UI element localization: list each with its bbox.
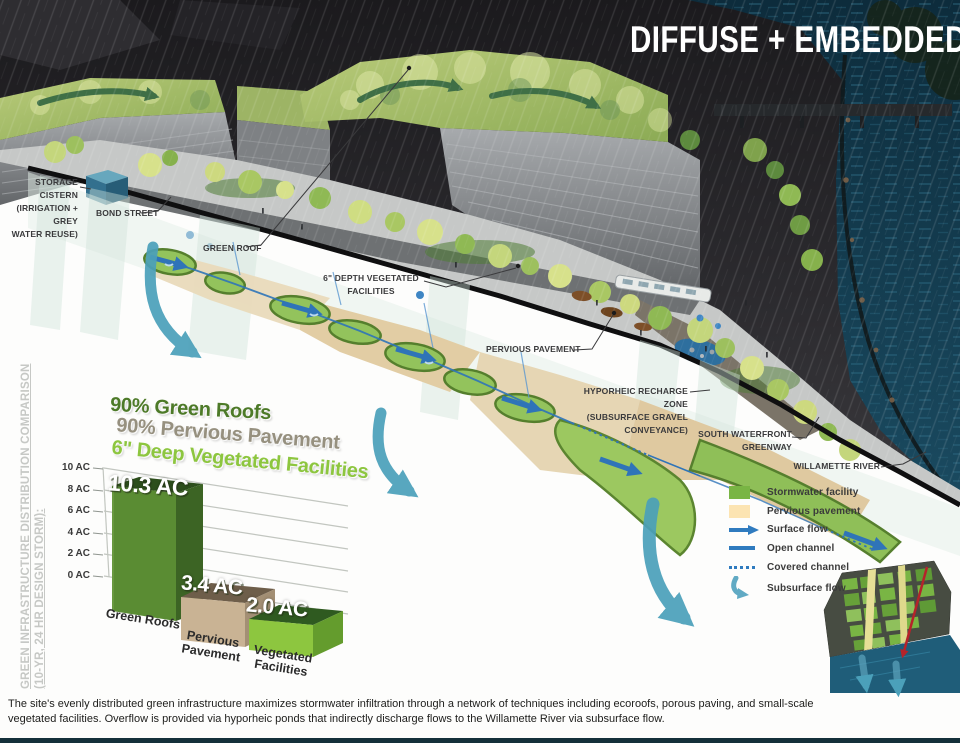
legend-label: Surface flow <box>767 524 828 536</box>
y-tick-4: 4 AC <box>67 527 90 538</box>
map-red-arrow <box>900 566 929 659</box>
legend-row-covered-channel: Covered channel <box>729 558 860 577</box>
legend-row-pervious: Pervious pavement <box>729 502 860 521</box>
label-line: GREENWAY <box>741 442 792 452</box>
label-line: 6" DEPTH VEGETATED <box>323 273 419 283</box>
covered-channel-dotted-icon <box>729 565 759 569</box>
legend-label: Covered channel <box>767 561 850 573</box>
bottom-edge-bar <box>0 738 960 743</box>
legend-label: Stormwater facility <box>767 486 859 498</box>
y-tick-10: 10 AC <box>62 462 90 473</box>
label-vegetated-facilities: 6" DEPTH VEGETATED FACILITIES <box>320 272 422 298</box>
label-line: FACILITIES <box>347 286 395 296</box>
label-south-waterfront-greenway: SOUTH WATERFRONT GREENWAY <box>668 428 792 454</box>
label-willamette-river: WILLAMETTE RIVER <box>793 461 880 471</box>
label-line: (IRRIGATION + GREY <box>16 203 78 226</box>
subsurface-cutaway <box>28 172 960 627</box>
label-bond-street: BOND STREET <box>96 208 159 218</box>
legend-label: Pervious pavement <box>767 505 861 517</box>
legend-row-subsurface-flow: Subsurface flow <box>729 576 860 600</box>
label-line: STORAGE CISTERN <box>35 177 78 200</box>
value-green-roofs: 10.3 AC <box>107 469 189 501</box>
site-plan-inset-map <box>823 560 960 698</box>
surface-flow-arrow-icon <box>729 524 759 535</box>
legend-label: Subsurface flow <box>767 582 846 594</box>
rain-streaks <box>0 0 960 505</box>
y-tick-6: 6 AC <box>67 505 90 516</box>
y-tick-2: 2 AC <box>67 548 90 559</box>
leader-lines <box>79 65 927 468</box>
subsurface-flow-arrows <box>144 241 695 627</box>
map-outflow-arrows <box>855 654 907 698</box>
page-title: DIFFUSE + EMBEDDED <box>630 19 960 60</box>
legend-row-surface-flow: Surface flow <box>729 520 860 539</box>
label-line: (SUBSURFACE GRAVEL <box>586 412 688 422</box>
chart-vertical-title-line1: GREEN INFRASTRUCTURE DISTRIBUTION COMPAR… <box>20 363 32 689</box>
label-green-roof: GREEN ROOF <box>203 243 262 253</box>
y-tick-8: 8 AC <box>67 484 90 495</box>
label-line: HYPORHEIC RECHARGE ZONE <box>583 386 688 409</box>
y-tick-0: 0 AC <box>67 570 90 581</box>
label-line: WATER REUSE) <box>11 229 78 239</box>
legend-row-stormwater: Stormwater facility <box>729 483 860 502</box>
legend-row-open-channel: Open channel <box>729 539 860 558</box>
chart-vertical-title: GREEN INFRASTRUCTURE DISTRIBUTION COMPAR… <box>19 363 47 689</box>
surface-flow-arrows <box>149 254 888 551</box>
chart-ticks <box>92 467 104 578</box>
chart-vertical-title-line2: (10-YR, 24 HR DESIGN STORM): <box>34 508 46 689</box>
subsurface-flow-curved-arrow-icon <box>729 576 759 600</box>
label-storage-cistern: STORAGE CISTERN (IRRIGATION + GREY WATER… <box>2 176 78 241</box>
label-line: CONVEYANCE) <box>624 425 688 435</box>
section-cut-line <box>27 165 960 508</box>
stormwater-facility-swatch-icon <box>729 485 759 499</box>
label-line: SOUTH WATERFRONT <box>698 429 792 439</box>
bar-vegetated-facilities <box>249 605 343 657</box>
label-pervious-pavement: PERVIOUS PAVEMENT <box>486 344 581 354</box>
water-squiggles <box>164 263 434 365</box>
label-hyporheic-recharge: HYPORHEIC RECHARGE ZONE (SUBSURFACE GRAV… <box>566 385 688 437</box>
bar-chart-3d <box>92 466 349 657</box>
bar-green-roofs <box>112 477 203 621</box>
caption-text: The site's evenly distributed green infr… <box>8 698 814 725</box>
legend-label: Open channel <box>767 542 835 554</box>
pervious-pavement-swatch-icon <box>729 504 759 518</box>
legend: Stormwater facility Pervious pavement Su… <box>729 483 860 600</box>
channel-lines <box>151 241 873 550</box>
open-channel-line-icon <box>729 546 759 551</box>
